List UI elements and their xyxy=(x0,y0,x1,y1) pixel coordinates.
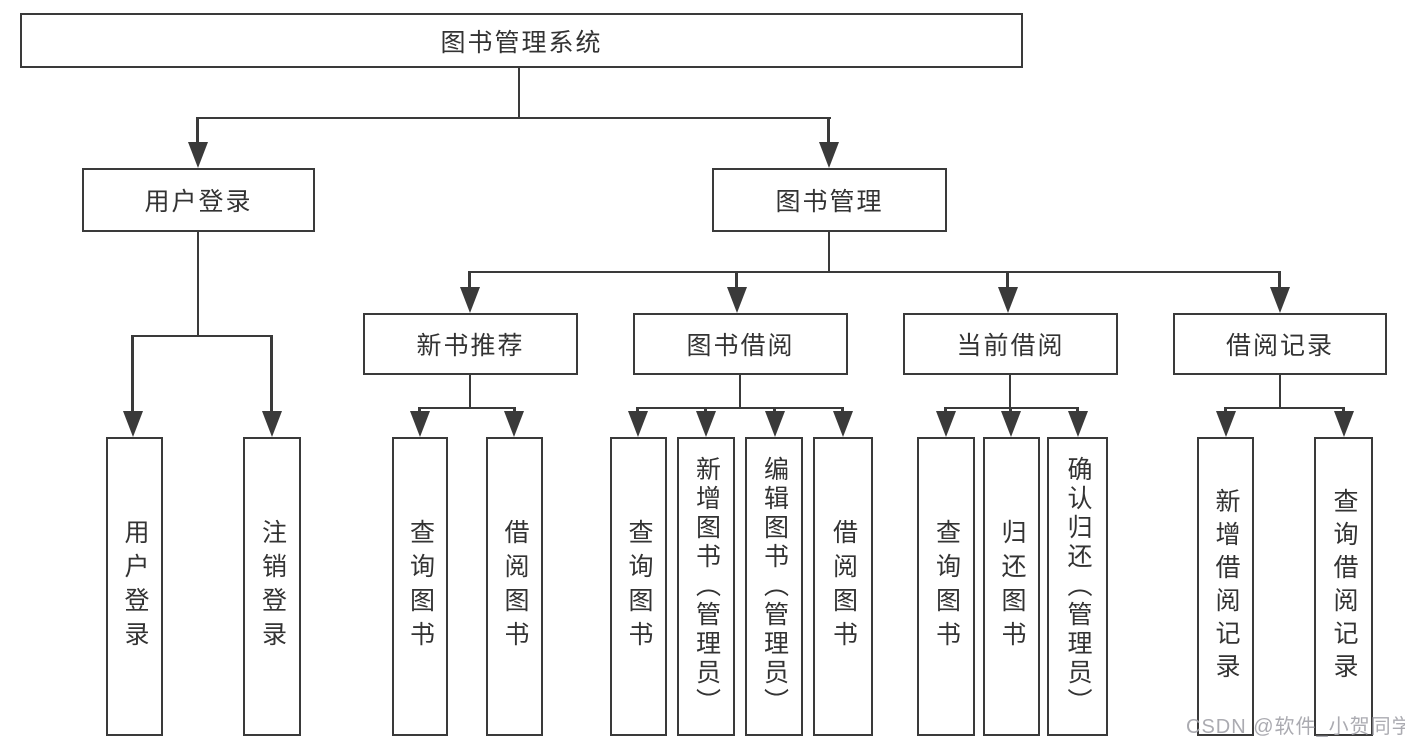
connector-stem xyxy=(131,335,134,413)
connector-stem xyxy=(735,271,738,289)
node-current-borrowing: 当前借阅 xyxy=(903,313,1118,375)
node-book-borrowing: 图书借阅 xyxy=(633,313,848,375)
node-user-login: 用户登录 xyxy=(82,168,315,232)
node-borrow-books-recommend: 借阅图书 xyxy=(486,437,543,736)
node-book-management: 图书管理 xyxy=(712,168,947,232)
connector-group-stem xyxy=(739,375,741,407)
node-add-books-admin: 新增图书（管理员） xyxy=(677,437,735,736)
arrow-down-icon xyxy=(936,411,956,437)
node-logout-action: 注销登录 xyxy=(243,437,301,736)
arrow-down-icon xyxy=(628,411,648,437)
arrow-down-icon xyxy=(765,411,785,437)
connector-book-mgmt-stem xyxy=(828,232,830,271)
arrow-down-icon xyxy=(188,142,208,168)
connector-book-mgmt-rail xyxy=(469,271,1281,273)
arrow-down-icon xyxy=(460,287,480,313)
connector-root-stem xyxy=(518,68,520,117)
connector-group-rail xyxy=(637,407,844,409)
connector-stem xyxy=(1278,271,1281,289)
arrow-down-icon xyxy=(1334,411,1354,437)
connector-stem xyxy=(468,271,471,289)
node-edit-books-admin: 编辑图书（管理员） xyxy=(745,437,803,736)
arrow-down-icon xyxy=(410,411,430,437)
connector-user-login-stem xyxy=(197,232,199,335)
arrow-down-icon xyxy=(123,411,143,437)
node-library-management-system: 图书管理系统 xyxy=(20,13,1023,68)
connector-stem xyxy=(270,335,273,413)
node-borrowing-records: 借阅记录 xyxy=(1173,313,1387,375)
node-query-books-current: 查询图书 xyxy=(917,437,975,736)
arrow-down-icon xyxy=(696,411,716,437)
arrow-down-icon xyxy=(1001,411,1021,437)
connector-group-stem xyxy=(1279,375,1281,407)
connector-group-rail xyxy=(1225,407,1344,409)
connector-user-login-rail xyxy=(132,335,273,337)
arrow-down-icon xyxy=(1216,411,1236,437)
arrow-down-icon xyxy=(262,411,282,437)
node-new-book-recommendation: 新书推荐 xyxy=(363,313,578,375)
arrow-down-icon xyxy=(819,142,839,168)
node-user-login-action: 用户登录 xyxy=(106,437,163,736)
connector-stem xyxy=(827,117,830,145)
arrow-down-icon xyxy=(1068,411,1088,437)
connector-root-rail xyxy=(197,117,831,119)
arrow-down-icon xyxy=(1270,287,1290,313)
node-return-books: 归还图书 xyxy=(983,437,1040,736)
connector-stem xyxy=(1006,271,1009,289)
node-add-borrow-record: 新增借阅记录 xyxy=(1197,437,1254,736)
node-borrow-books-borrowing: 借阅图书 xyxy=(813,437,873,736)
node-query-books-borrowing: 查询图书 xyxy=(610,437,667,736)
node-query-books-recommend: 查询图书 xyxy=(392,437,448,736)
watermark: CSDN @软件_小贺同学 xyxy=(1186,716,1405,738)
connector-stem xyxy=(196,117,199,145)
connector-group-rail xyxy=(419,407,516,409)
arrow-down-icon xyxy=(504,411,524,437)
arrow-down-icon xyxy=(998,287,1018,313)
connector-group-stem xyxy=(1009,375,1011,407)
node-confirm-return-admin: 确认归还（管理员） xyxy=(1047,437,1108,736)
arrow-down-icon xyxy=(833,411,853,437)
arrow-down-icon xyxy=(727,287,747,313)
node-query-borrow-record: 查询借阅记录 xyxy=(1314,437,1373,736)
connector-group-stem xyxy=(469,375,471,407)
